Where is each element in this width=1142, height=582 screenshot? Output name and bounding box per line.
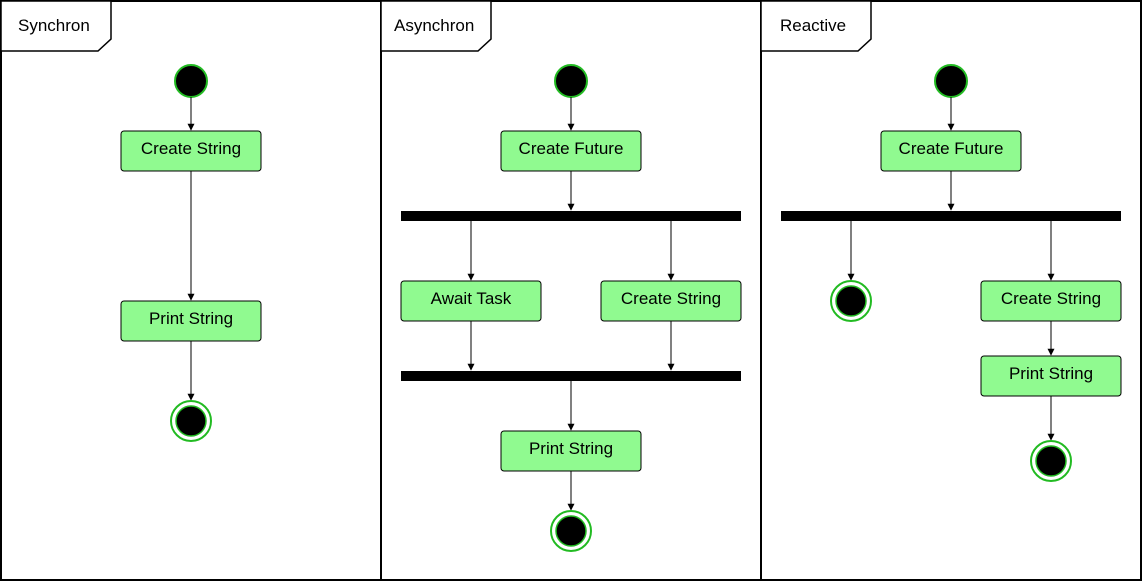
- action-label: Create String: [141, 139, 241, 158]
- action-create-future[interactable]: Create Future: [880, 130, 1022, 172]
- lane-title: Asynchron: [394, 16, 474, 35]
- action-await-task[interactable]: Await Task: [400, 280, 542, 322]
- action-label: Print String: [149, 309, 233, 328]
- action-print-string[interactable]: Print String: [980, 355, 1122, 397]
- final-node-core: [555, 515, 587, 547]
- initial-node[interactable]: [934, 64, 968, 98]
- final-node[interactable]: [550, 510, 592, 552]
- action-label: Create Future: [899, 139, 1004, 158]
- action-create-string[interactable]: Create String: [980, 280, 1122, 322]
- lane-tab: [380, 0, 492, 52]
- join-bar[interactable]: [401, 371, 741, 381]
- action-print-string[interactable]: Print String: [500, 430, 642, 472]
- action-label: Create String: [1001, 289, 1101, 308]
- lane-tab: [760, 0, 872, 52]
- final-node[interactable]: [1030, 440, 1072, 482]
- action-label: Create String: [621, 289, 721, 308]
- lane-asynchron: Asynchron Create Future Await Task Creat…: [380, 0, 762, 581]
- action-label: Await Task: [431, 289, 512, 308]
- lane-title: Synchron: [18, 16, 90, 35]
- action-label: Print String: [529, 439, 613, 458]
- action-print-string[interactable]: Print String: [120, 300, 262, 342]
- final-node[interactable]: [170, 400, 212, 442]
- lane-reactive: Reactive Create Future Create String Pri…: [760, 0, 1142, 581]
- lane-title: Reactive: [780, 16, 846, 35]
- initial-node[interactable]: [554, 64, 588, 98]
- final-node[interactable]: [830, 280, 872, 322]
- final-node-core: [1035, 445, 1067, 477]
- action-label: Create Future: [519, 139, 624, 158]
- action-label: Print String: [1009, 364, 1093, 383]
- action-create-string[interactable]: Create String: [600, 280, 742, 322]
- final-node-core: [835, 285, 867, 317]
- final-node-core: [175, 405, 207, 437]
- initial-node[interactable]: [174, 64, 208, 98]
- lane-tab: [0, 0, 112, 52]
- action-create-string[interactable]: Create String: [120, 130, 262, 172]
- lane-synchron: Synchron Create String Print String: [0, 0, 382, 581]
- fork-bar[interactable]: [781, 211, 1121, 221]
- fork-bar[interactable]: [401, 211, 741, 221]
- action-create-future[interactable]: Create Future: [500, 130, 642, 172]
